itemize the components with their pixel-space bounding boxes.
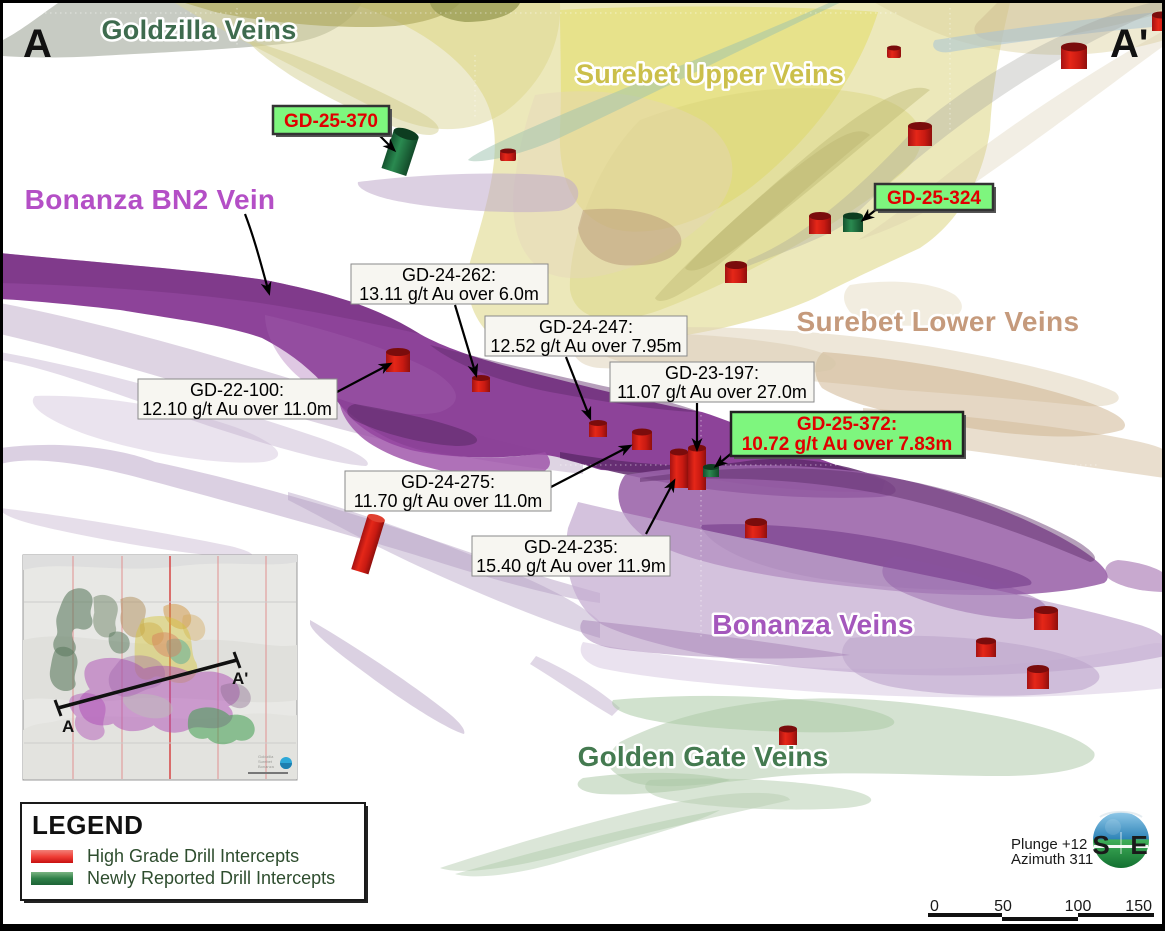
svg-text:A': A' [232,669,248,688]
svg-text:High Grade Drill Intercepts: High Grade Drill Intercepts [87,846,299,866]
svg-text:Bonanza Veins: Bonanza Veins [712,609,914,640]
svg-text:Goldzilla Veins: Goldzilla Veins [101,15,296,45]
svg-text:Bonanza BN2 Vein: Bonanza BN2 Vein [25,184,276,215]
svg-text:11.07 g/t Au over 27.0m: 11.07 g/t Au over 27.0m [617,382,807,402]
svg-text:GD-22-100:: GD-22-100: [190,380,284,400]
svg-text:Newly Reported Drill Intercept: Newly Reported Drill Intercepts [87,868,335,888]
svg-text:0: 0 [930,898,939,915]
svg-text:12.52 g/t Au over 7.95m: 12.52 g/t Au over 7.95m [490,336,681,356]
svg-text:A: A [62,717,74,736]
svg-text:GD-23-197:: GD-23-197: [665,363,759,383]
svg-text:10.72 g/t Au over 7.83m: 10.72 g/t Au over 7.83m [742,434,953,455]
svg-text:A: A [23,22,52,66]
svg-text:Plunge +12: Plunge +12 [1011,836,1087,853]
svg-text:15.40 g/t Au over 11.9m: 15.40 g/t Au over 11.9m [476,556,666,576]
svg-text:GD-25-372:: GD-25-372: [797,414,897,435]
svg-text:150: 150 [1125,898,1152,915]
svg-text:Surebet Lower Veins: Surebet Lower Veins [796,306,1079,337]
svg-text:100: 100 [1065,898,1092,915]
svg-text:S: S [1092,830,1109,860]
svg-text:A': A' [1110,22,1148,66]
svg-text:GD-24-275:: GD-24-275: [401,472,495,492]
svg-text:Surebet Upper Veins: Surebet Upper Veins [576,59,844,89]
svg-text:50: 50 [994,898,1012,915]
svg-text:Bonanza: Bonanza [258,764,275,769]
svg-text:Surebet: Surebet [258,759,273,764]
svg-text:Golden Gate Veins: Golden Gate Veins [578,741,829,772]
svg-text:13.11 g/t Au over 6.0m: 13.11 g/t Au over 6.0m [359,284,539,304]
svg-text:GD-24-235:: GD-24-235: [524,537,618,557]
svg-text:GD-24-262:: GD-24-262: [402,265,496,285]
svg-text:GD-25-370: GD-25-370 [284,111,378,132]
svg-text:Azimuth 311: Azimuth 311 [1011,851,1093,868]
svg-text:LEGEND: LEGEND [32,810,143,840]
svg-text:E: E [1130,830,1147,860]
svg-text:Goldzilla: Goldzilla [258,754,274,759]
svg-text:12.10 g/t Au over 11.0m: 12.10 g/t Au over 11.0m [142,399,332,419]
svg-text:11.70 g/t Au over 11.0m: 11.70 g/t Au over 11.0m [354,491,542,511]
svg-text:GD-25-324: GD-25-324 [887,188,981,209]
svg-text:GD-24-247:: GD-24-247: [539,317,633,337]
